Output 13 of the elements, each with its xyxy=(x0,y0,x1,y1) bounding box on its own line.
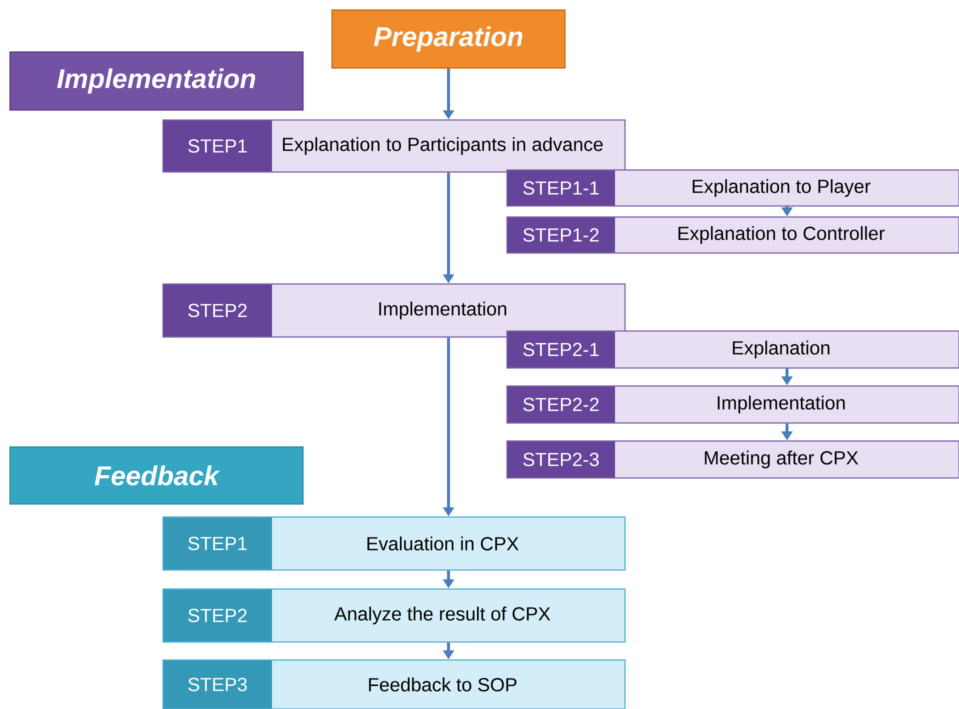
step-box: STEP1-2 Explanation to Controller xyxy=(506,216,959,254)
step-box: STEP1-1 Explanation to Player xyxy=(506,169,959,207)
step-box: STEP2-3 Meeting after CPX xyxy=(506,440,959,479)
step-box: STEP3 Feedback to SOP xyxy=(162,659,626,709)
step-box: STEP1 Explanation to Participants in advance xyxy=(162,119,626,173)
step-box: STEP1 Evaluation in CPX xyxy=(162,516,626,571)
step-box: STEP2-1 Explanation xyxy=(506,330,959,369)
step-box: STEP2 Implementation xyxy=(162,283,626,338)
heading-box: Implementation xyxy=(9,51,304,111)
heading-box: Preparation xyxy=(331,9,566,69)
heading-box: Feedback xyxy=(9,446,304,505)
step-box: STEP2 Analyze the result of CPX xyxy=(162,588,626,643)
step-box: STEP2-2 Implementation xyxy=(506,385,959,424)
